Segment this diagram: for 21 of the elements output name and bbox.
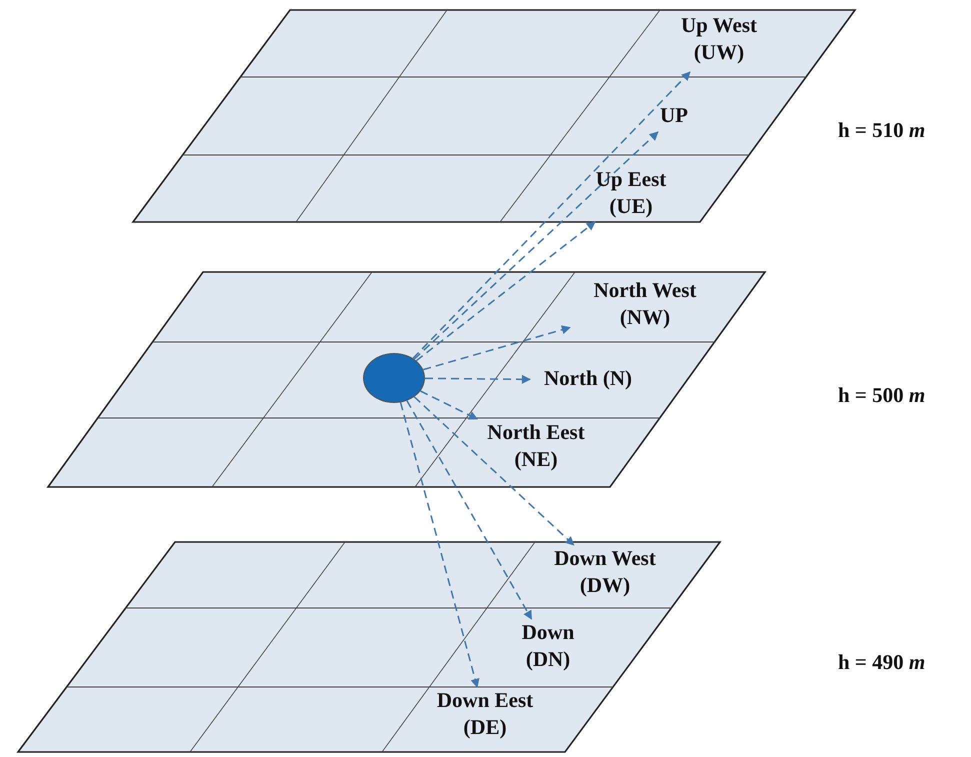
arrow — [414, 131, 659, 360]
direction-label: Up Eest (UE) — [583, 166, 679, 222]
height-label: h = 500 m — [838, 383, 926, 408]
arrow — [423, 325, 571, 370]
direction-label: North Eest (NE) — [466, 419, 606, 477]
arrow — [406, 400, 532, 620]
direction-label: Down West (DW) — [530, 545, 680, 603]
height-label: h = 490 m — [838, 650, 926, 675]
arrow — [400, 402, 480, 688]
arrow — [416, 221, 596, 362]
arrow — [420, 390, 478, 420]
direction-label: North West (NW) — [570, 277, 720, 335]
direction-label: Down (DN) — [508, 619, 588, 677]
direction-label: Down Eest (DE) — [417, 687, 553, 745]
direction-label: UP — [649, 102, 699, 132]
arrow — [414, 396, 574, 546]
height-label: h = 510 m — [838, 118, 926, 143]
direction-label: North (N) — [530, 365, 646, 395]
arrow — [412, 71, 691, 359]
direction-label: Up West (UW) — [657, 12, 781, 72]
arrow — [424, 374, 531, 384]
